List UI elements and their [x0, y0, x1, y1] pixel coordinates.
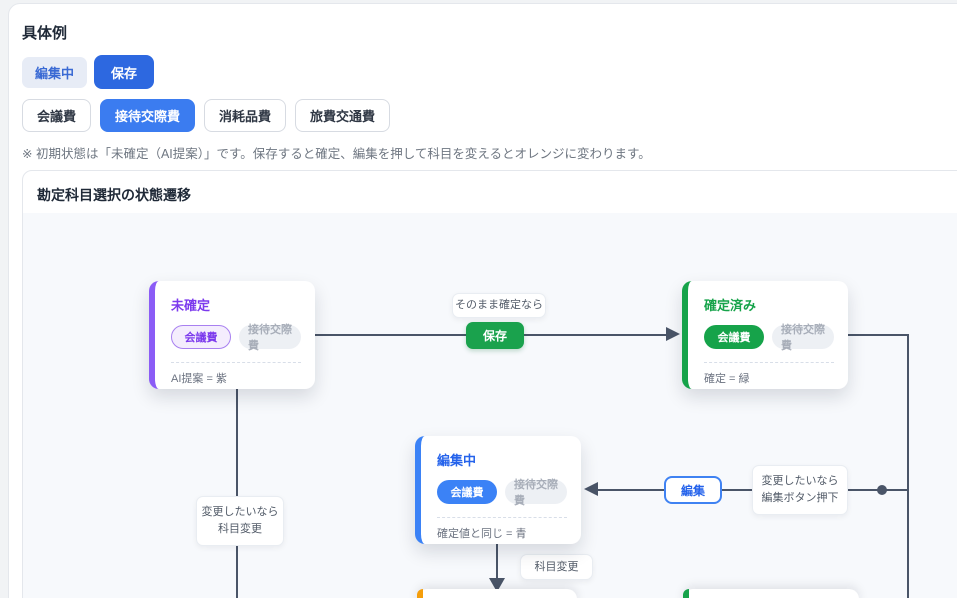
- pill-settai-gray: 接待交際費: [239, 324, 301, 352]
- tab-shomohinhi[interactable]: 消耗品費: [204, 99, 287, 132]
- tab-kaigihi[interactable]: 会議費: [22, 99, 92, 132]
- arrowhead-into-confirmed: [666, 327, 680, 341]
- diagram-save-button[interactable]: 保存: [466, 322, 524, 349]
- edge-right-loop-vertical: [907, 334, 909, 598]
- state-card-editing: 編集中 会議費 接待交際費 確定値と同じ = 青: [415, 436, 581, 544]
- panel-title: 勘定科目選択の状態遷移: [37, 187, 191, 203]
- page-title: 具体例: [22, 25, 68, 42]
- green-stripe: [683, 589, 689, 598]
- pill-settai-gray: 接待交際費: [772, 324, 834, 352]
- diagram-edit-button[interactable]: 編集: [664, 476, 722, 504]
- label-edit-condition-line1: 変更したいなら: [761, 475, 839, 487]
- state-card-changed-partial: [417, 589, 577, 598]
- state-title-editing: 編集中: [437, 453, 477, 468]
- label-save-condition-text: そのまま確定なら: [455, 299, 543, 311]
- edge-unconfirmed-down: [236, 389, 238, 598]
- label-change-condition-line2: 科目変更: [218, 523, 262, 535]
- arrowhead-into-editing: [584, 482, 598, 496]
- state-meta-confirmed: 確定 = 緑: [704, 373, 750, 385]
- edge-editing-down: [496, 544, 498, 580]
- state-card-confirmed: 確定済み 会議費 接待交際費 確定 = 緑: [682, 281, 848, 389]
- state-meta-editing: 確定値と同じ = 青: [437, 528, 527, 540]
- state-card-unconfirmed: 未確定 会議費 接待交際費 AI提案 = 紫: [149, 281, 315, 389]
- tab-ryohi-kotsuhi[interactable]: 旅費交通費: [295, 99, 391, 132]
- label-subject-change-text: 科目変更: [534, 560, 579, 573]
- category-tabs: 会議費 接待交際費 消耗品費 旅費交通費: [22, 99, 391, 132]
- pill-kaigihi-purple: 会議費: [171, 325, 231, 349]
- note-text: ※ 初期状態は「未確定（AI提案）」です。保存すると確定、編集を押して科目を変え…: [22, 147, 651, 161]
- label-change-condition-line1: 変更したいなら: [201, 506, 279, 518]
- state-title-unconfirmed: 未確定: [171, 298, 211, 313]
- pill-kaigihi-green: 会議費: [704, 325, 764, 349]
- edge-junction-dot: [877, 485, 887, 495]
- card-divider: [437, 517, 567, 518]
- arrowhead-down: [489, 578, 505, 592]
- label-subject-change: 科目変更: [520, 554, 593, 580]
- edge-confirmed-right: [847, 334, 909, 336]
- orange-stripe: [417, 589, 423, 598]
- pill-row: 会議費 接待交際費: [437, 479, 567, 507]
- status-badge: 編集中: [22, 57, 88, 88]
- pill-row: 会議費 接待交際費: [704, 324, 834, 352]
- state-title-confirmed: 確定済み: [704, 298, 757, 313]
- pill-kaigihi-blue: 会議費: [437, 480, 497, 504]
- pill-settai-gray: 接待交際費: [505, 479, 567, 507]
- label-edit-condition-line2: 編集ボタン押下: [761, 492, 839, 504]
- card-divider: [171, 362, 301, 363]
- pill-row: 会議費 接待交際費: [171, 324, 301, 352]
- tab-settai-kosaihi[interactable]: 接待交際費: [100, 99, 196, 132]
- state-card-confirmed2-partial: [683, 589, 859, 598]
- state-meta-unconfirmed: AI提案 = 紫: [171, 373, 227, 385]
- label-change-condition: 変更したいなら 科目変更: [196, 496, 284, 546]
- label-save-condition: そのまま確定なら: [452, 293, 546, 318]
- save-button[interactable]: 保存: [94, 55, 155, 89]
- card-divider: [704, 362, 834, 363]
- label-edit-condition: 変更したいなら 編集ボタン押下: [752, 465, 848, 515]
